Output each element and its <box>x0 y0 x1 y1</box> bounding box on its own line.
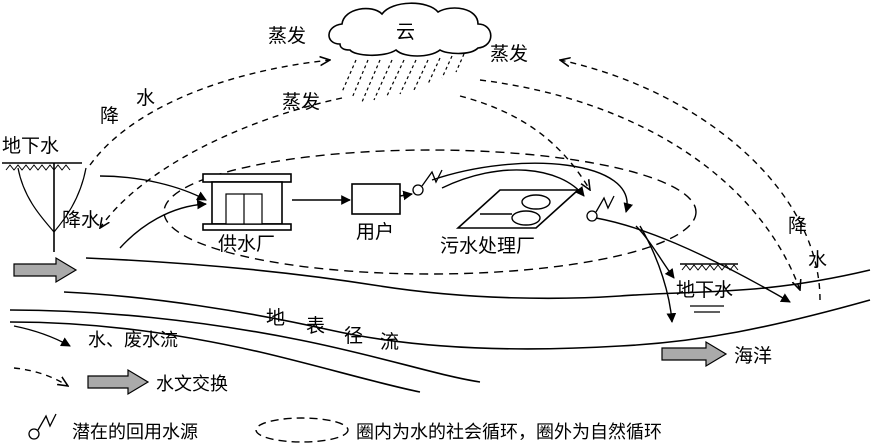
evaporation-label-left-top: 蒸发 <box>268 25 306 47</box>
precip-right-2: 水 <box>808 249 827 271</box>
legend-dashed-ellipse <box>255 417 349 443</box>
ocean-arrow <box>661 340 728 368</box>
precip-left-top-1: 降 <box>100 105 119 127</box>
users-box: 用户 <box>351 183 401 243</box>
reuse-source-icon <box>412 169 443 196</box>
water-supply-plant: 供水厂 <box>202 173 292 255</box>
legend-water-flow: 水、废水流 <box>88 330 178 351</box>
cloud-label: 云 <box>396 21 415 43</box>
legend-reuse-source: 潜在的回用水源 <box>72 422 198 443</box>
evaporation-label-left-bottom: 蒸发 <box>282 91 320 113</box>
ocean-label: 海洋 <box>734 345 772 367</box>
legend-reuse-icon <box>28 413 57 440</box>
social-cycle-boundary <box>163 149 697 275</box>
river-banks <box>9 257 871 393</box>
users-label: 用户 <box>356 221 394 243</box>
rain-lines <box>341 53 465 103</box>
precip-left-bottom: 降水 <box>62 209 100 231</box>
groundwater-well-left: 地下水 <box>2 135 87 252</box>
sewage-treatment-plant: 污水处理厂 <box>440 189 581 257</box>
precip-left-top-2: 水 <box>136 87 155 109</box>
legend-dashed-arrow <box>13 367 68 386</box>
surface-runoff-2: 表 <box>306 315 325 337</box>
surface-runoff-4: 流 <box>380 331 399 353</box>
hydro-exchange-arrow-left <box>13 256 78 284</box>
legend-hydro-exchange: 水文交换 <box>156 374 228 395</box>
groundwater-right: 地下水 <box>676 263 739 313</box>
precip-right-1: 降 <box>788 215 807 237</box>
surface-runoff-1: 地 <box>266 307 285 329</box>
legend-cycle-note: 圈内为水的社会循环，圈外为自然循环 <box>356 422 662 443</box>
surface-runoff-3: 径 <box>344 325 363 347</box>
groundwater-right-label: 地下水 <box>676 279 733 301</box>
legend: 水、废水流 水文交换 潜在的回用水源 圈内为水的社会循环，圈外为自然循环 <box>13 325 662 443</box>
natural-cycle-arrows <box>89 60 821 301</box>
cloud-icon: 云 <box>328 2 492 57</box>
water-flow-arrows <box>99 162 791 323</box>
legend-solid-arrow <box>13 325 71 347</box>
evaporation-label-right: 蒸发 <box>490 43 528 65</box>
water-plant-label: 供水厂 <box>218 233 275 255</box>
legend-gray-arrow <box>87 368 150 396</box>
groundwater-left-label: 地下水 <box>2 135 59 157</box>
sewage-plant-label: 污水处理厂 <box>440 235 535 257</box>
reuse-source-icon <box>586 195 615 222</box>
surface-runoff-label: 地 表 径 流 <box>266 307 399 353</box>
